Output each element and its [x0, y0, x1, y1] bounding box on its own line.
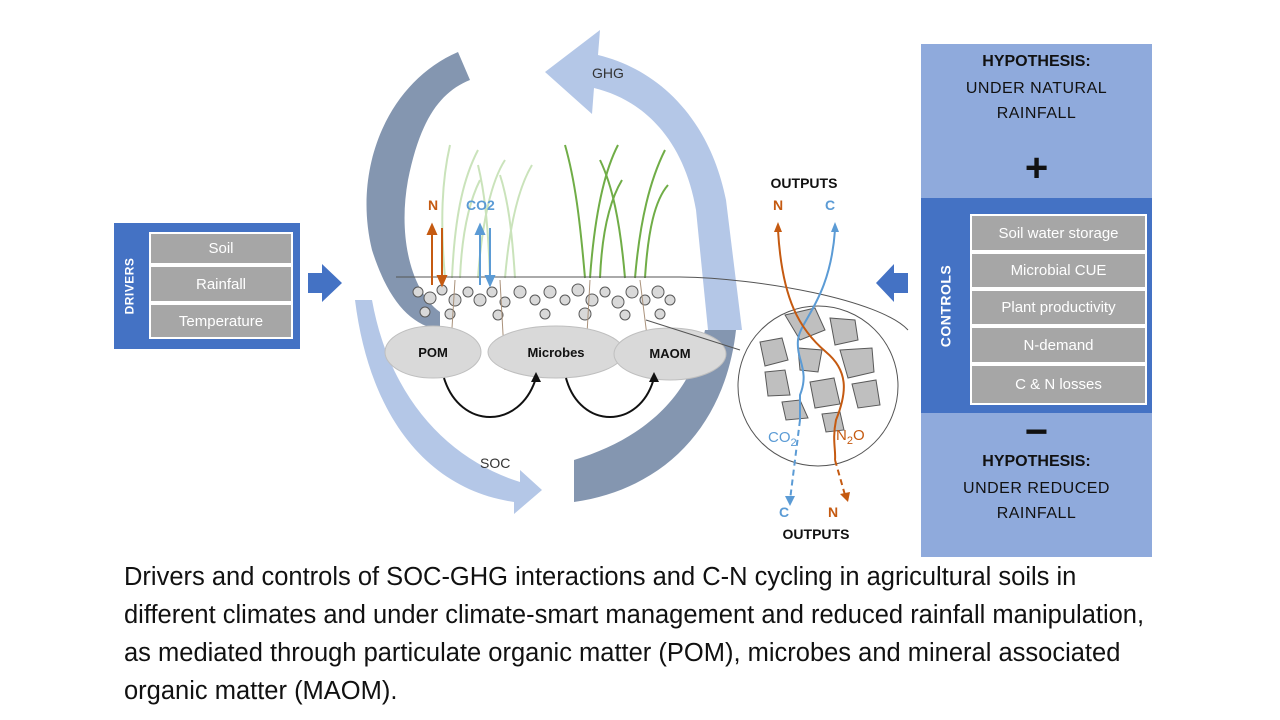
control-soil-water-storage: Soil water storage — [970, 214, 1147, 252]
outputs-bottom-title: OUTPUTS — [783, 526, 850, 542]
driver-rainfall: Rainfall — [149, 265, 293, 303]
hypothesis-natural-panel — [921, 44, 1152, 198]
co2-output-label: CO2 — [768, 429, 797, 449]
control-n-demand: N-demand — [970, 326, 1147, 364]
soc-arrow-icon — [355, 300, 542, 514]
figure-caption: Drivers and controls of SOC-GHG interact… — [124, 563, 1145, 705]
microbes-label: Microbes — [527, 345, 584, 360]
control-cn-losses: C & N losses — [970, 364, 1147, 405]
outputs-top-c: C — [825, 197, 835, 213]
outputs-bottom-c: C — [779, 504, 789, 520]
maom-label: MAOM — [649, 346, 690, 361]
hypothesis-natural-line1: UNDER NATURAL — [965, 80, 1108, 97]
cycle-diagram: GHG SOC N CO2 — [308, 30, 909, 542]
hypothesis-natural-title: HYPOTHESIS: — [982, 53, 1091, 70]
soc-label: SOC — [480, 455, 510, 471]
n-flux-label: N — [428, 197, 438, 213]
soil-aggregates — [412, 283, 676, 321]
co2-flux-label: CO2 — [466, 197, 495, 213]
hypothesis-reduced-line1: UNDER REDUCED — [963, 480, 1110, 497]
driver-temperature: Temperature — [149, 303, 293, 339]
control-microbial-cue: Microbial CUE — [970, 252, 1147, 289]
pom-label: POM — [418, 345, 448, 360]
hypothesis-reduced-panel — [921, 413, 1152, 557]
hypothesis-reduced-title: HYPOTHESIS: — [982, 453, 1091, 470]
green-grass — [564, 144, 669, 279]
minus-icon: − — [1024, 410, 1049, 454]
outputs-top-title: OUTPUTS — [771, 175, 838, 191]
ghg-arrow-icon — [545, 30, 742, 330]
outputs-top-n: N — [773, 197, 783, 213]
plus-icon: + — [1024, 146, 1049, 190]
outputs-bottom-n: N — [828, 504, 838, 520]
zoom-aggregates — [759, 307, 881, 433]
controls-label: CONTROLS — [937, 264, 953, 347]
pom-pool — [384, 325, 482, 379]
hypothesis-natural-line2: RAINFALL — [996, 105, 1077, 122]
hypothesis-reduced-line2: RAINFALL — [996, 505, 1077, 522]
dark-arc-left — [366, 52, 470, 330]
drivers-arrow-icon — [308, 264, 342, 302]
driver-soil: Soil — [149, 232, 293, 265]
ghg-label: GHG — [592, 65, 624, 81]
controls-arrow-icon — [876, 264, 908, 302]
n2o-output-label: N2O — [836, 427, 865, 447]
control-plant-productivity: Plant productivity — [970, 289, 1147, 326]
